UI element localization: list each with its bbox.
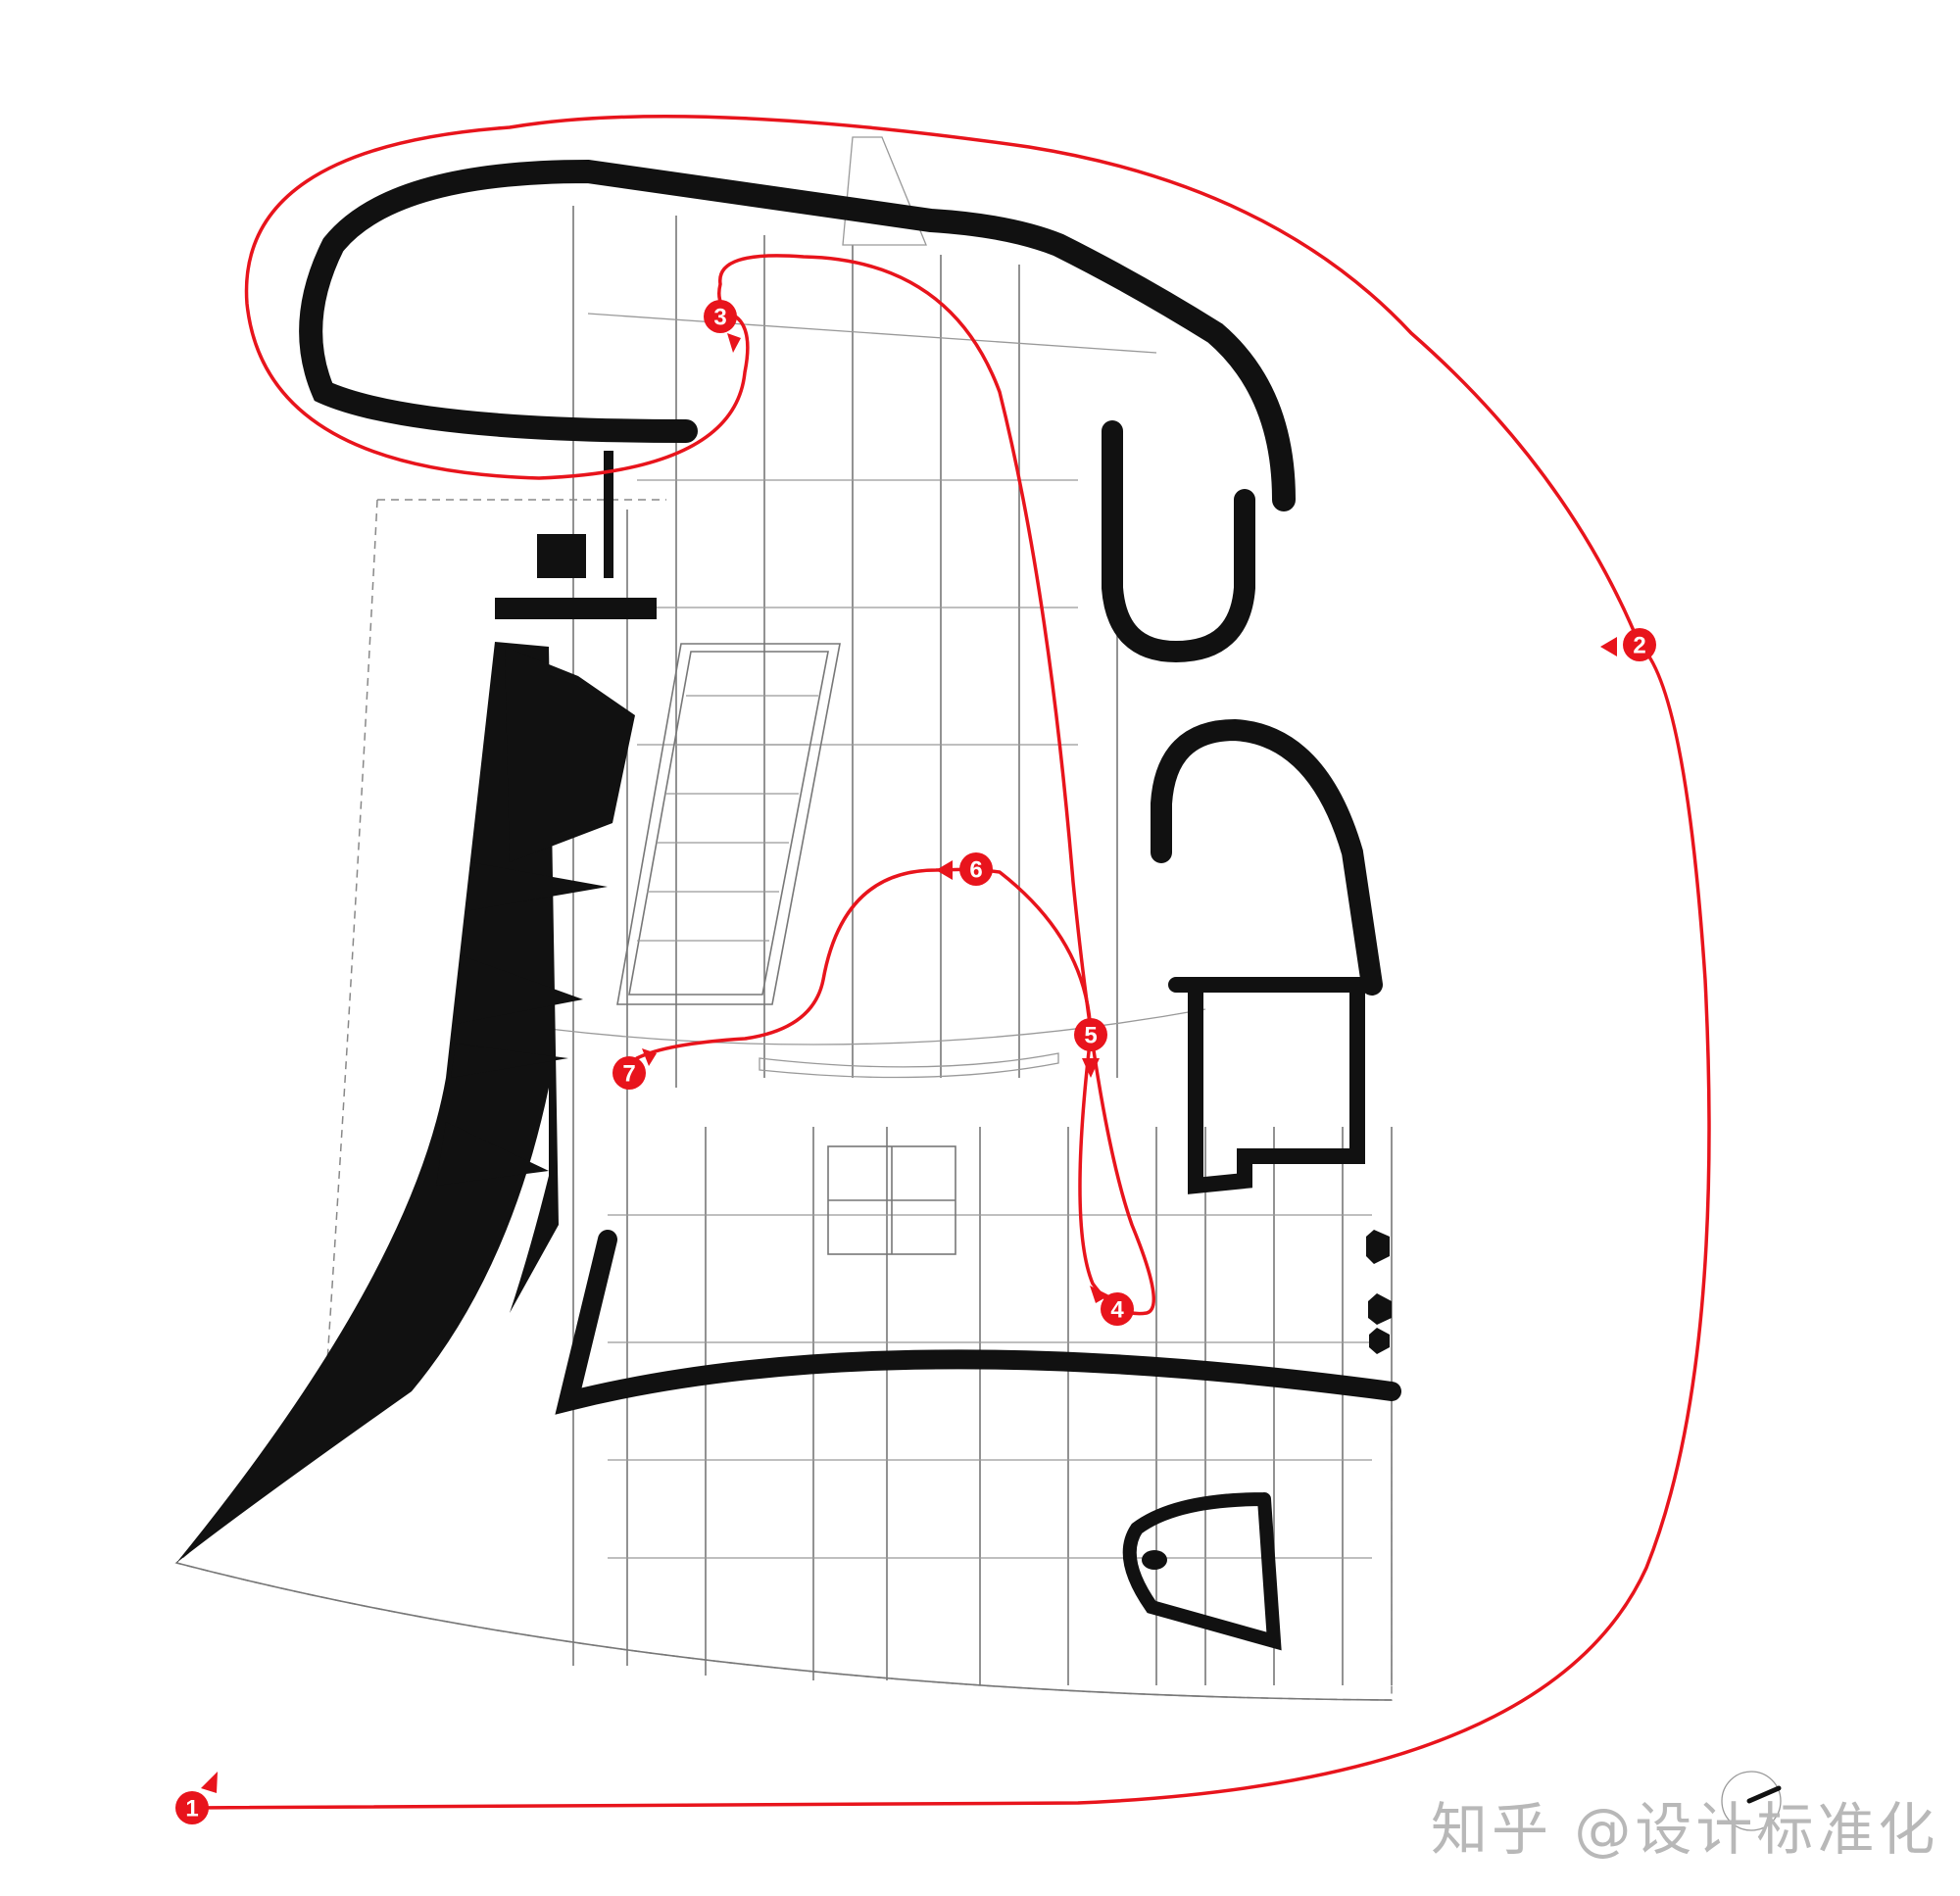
east-tower-box	[1168, 977, 1365, 1194]
route-marker-7: 7	[612, 1056, 646, 1090]
stair-block	[616, 643, 841, 1005]
route-marker-6: 6	[959, 852, 993, 886]
south-chapel	[1122, 1492, 1282, 1651]
building-outline	[174, 499, 1393, 1701]
arrow-1	[201, 1772, 218, 1793]
south-wall	[555, 1230, 1401, 1415]
route-marker-3: 3	[704, 300, 737, 333]
svg-text:4: 4	[1110, 1297, 1124, 1324]
arrow-7	[642, 1048, 657, 1066]
entry-door-post	[604, 451, 613, 578]
svg-text:1: 1	[185, 1796, 198, 1823]
wall-wedge-5	[436, 1122, 549, 1186]
piers	[1366, 1230, 1392, 1354]
east-tower-north	[1102, 420, 1255, 663]
wall-wedge-3	[456, 955, 583, 1024]
entry-lintel	[495, 598, 657, 619]
east-tower-middle	[1151, 718, 1383, 996]
north-wall	[299, 159, 1296, 511]
route-path	[191, 115, 1711, 1810]
wall-wedge-1	[505, 647, 635, 862]
svg-text:2: 2	[1633, 633, 1645, 659]
svg-text:5: 5	[1084, 1023, 1097, 1049]
font	[1142, 1550, 1167, 1570]
arrow-6	[936, 860, 953, 880]
west-wall	[176, 642, 559, 1563]
route-marker-1: 1	[175, 1791, 209, 1824]
svg-text:6: 6	[969, 857, 982, 884]
svg-text:3: 3	[713, 305, 726, 331]
wall-wedge-2	[466, 862, 608, 911]
entry-block	[537, 534, 586, 578]
arrow-2	[1600, 637, 1617, 656]
south-edge	[175, 1562, 1393, 1701]
arrow-5	[1082, 1058, 1100, 1078]
arrow-4	[1090, 1286, 1109, 1303]
north-arrow-needle	[1746, 1785, 1782, 1804]
wall-wedge-4	[451, 1044, 568, 1078]
altar-division	[828, 1146, 956, 1254]
route-marker-2: 2	[1623, 628, 1656, 661]
north-arrow-circle	[1721, 1771, 1782, 1831]
paving-grid	[548, 136, 1393, 1685]
arrow-3	[727, 333, 741, 353]
watermark: 知乎 @设计标准化	[1431, 1796, 1939, 1863]
route-marker-4: 4	[1101, 1292, 1134, 1326]
route-marker-5: 5	[1074, 1018, 1107, 1051]
svg-text:7: 7	[622, 1061, 635, 1088]
